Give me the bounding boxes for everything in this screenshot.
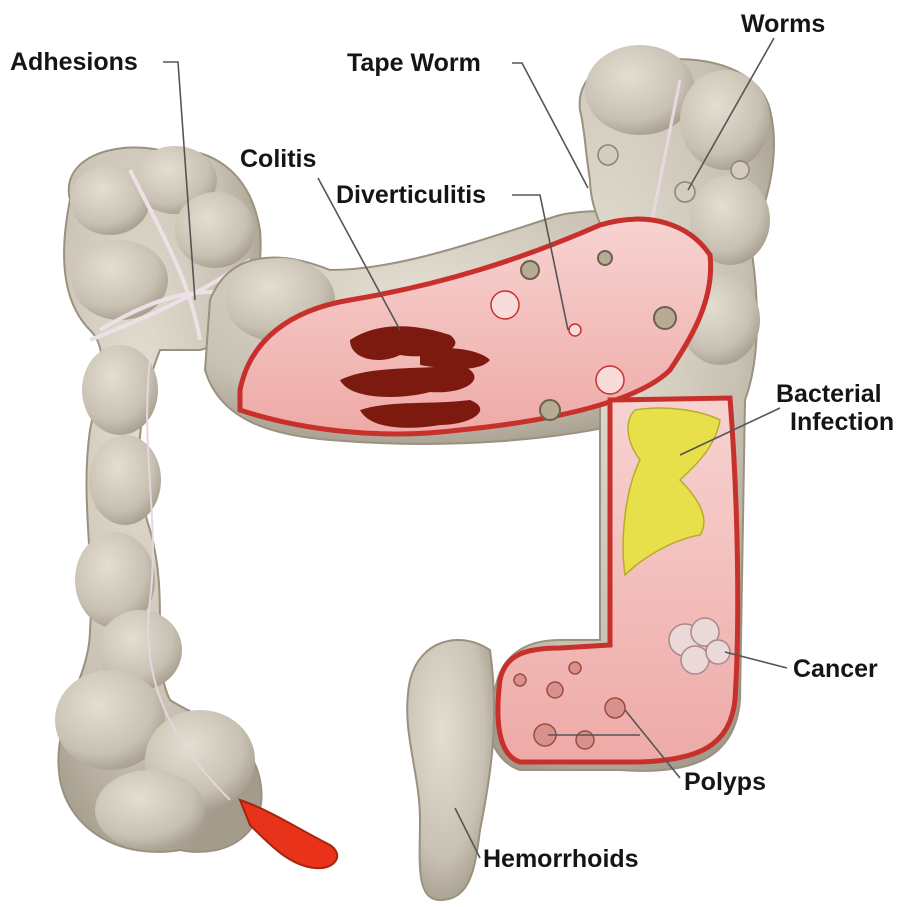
label-polyps: Polyps [684,768,766,797]
label-cancer: Cancer [793,655,878,684]
label-worms: Worms [741,10,825,39]
rectum [407,640,494,900]
label-bacterial-line1: Bacterial [776,380,882,409]
label-bacterial-line2: Infection [790,408,894,437]
label-colitis: Colitis [240,145,316,174]
ascending-lumen [498,398,738,762]
label-adhesions: Adhesions [10,48,138,77]
label-diverticulitis: Diverticulitis [336,181,486,210]
label-tape-worm: Tape Worm [347,49,481,78]
descending-colon [55,146,262,852]
rectum-tip [240,800,337,868]
label-hemorrhoids: Hemorrhoids [483,845,639,874]
